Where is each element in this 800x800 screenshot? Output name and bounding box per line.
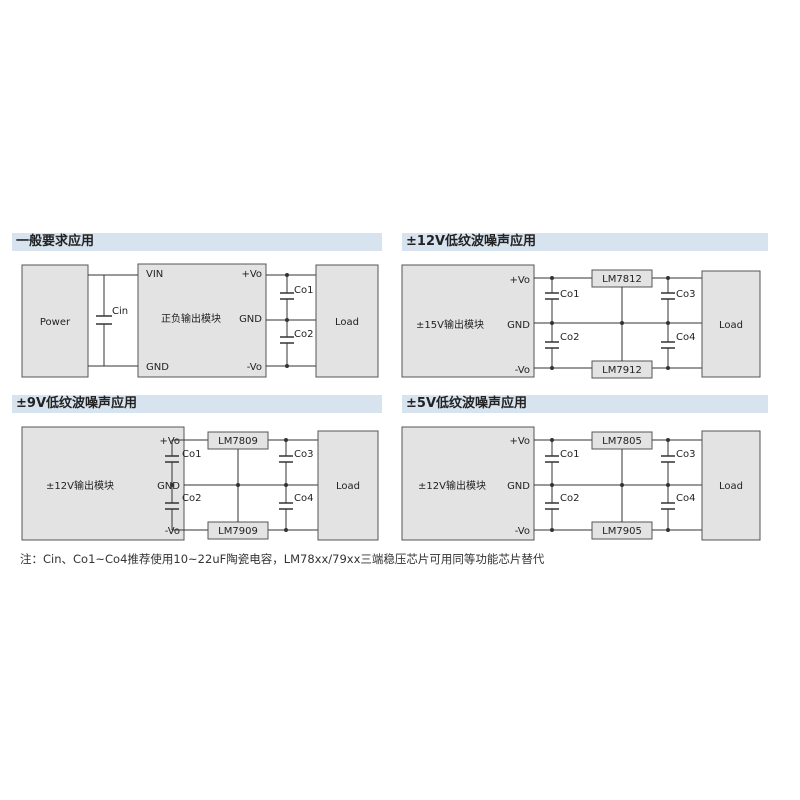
module-vo-pos-label: +Vo	[241, 269, 262, 280]
module-vo-neg-label: -Vo	[247, 362, 262, 373]
load-label: Load	[336, 481, 360, 492]
regulator-positive-label: LM7805	[602, 436, 642, 447]
panel-title-5v: ±5V低纹波噪声应用	[402, 395, 768, 413]
panel-title-9v: ±9V低纹波噪声应用	[12, 395, 382, 413]
module-name: 正负输出模块	[161, 312, 221, 325]
module-vo-pos-label: +Vo	[509, 436, 530, 447]
regulator-negative-label: LM7909	[218, 526, 258, 537]
module-gnd-label: GND	[507, 320, 530, 331]
regulator-negative-label: LM7912	[602, 365, 642, 376]
load-block	[315, 264, 379, 378]
co1-label: Co1	[182, 449, 201, 460]
regulator-negative-label: LM7905	[602, 526, 642, 537]
co3-label: Co3	[294, 449, 313, 460]
module-vo-neg-label: -Vo	[165, 526, 180, 537]
load-label: Load	[719, 320, 743, 331]
co1-label: Co1	[560, 449, 579, 460]
load-label: Load	[719, 481, 743, 492]
footnote: 注：Cin、Co1~Co4推荐使用10~22uF陶瓷电容，LM78xx/79xx…	[20, 552, 545, 566]
module-block	[401, 264, 535, 378]
power-block	[21, 264, 89, 378]
module-vo-pos-label: +Vo	[159, 436, 180, 447]
co2-label: Co2	[560, 493, 579, 504]
module-block	[401, 426, 535, 541]
co4-label: Co4	[294, 493, 313, 504]
co1-label: Co1	[560, 289, 579, 300]
module-block	[21, 426, 185, 541]
module-vin-label: VIN	[146, 269, 163, 280]
module-name: ±15V输出模块	[416, 318, 484, 331]
panel-title-general: 一般要求应用	[12, 233, 382, 251]
load-label: Load	[335, 317, 359, 328]
co2-label: Co2	[294, 329, 313, 340]
module-name: ±12V输出模块	[46, 479, 114, 492]
load-block	[317, 430, 379, 541]
module-block	[137, 263, 267, 378]
module-gnd-label: GND	[157, 481, 180, 492]
module-gnd-in-label: GND	[146, 362, 169, 373]
load-block	[701, 270, 761, 378]
module-vo-pos-label: +Vo	[509, 275, 530, 286]
co3-label: Co3	[676, 289, 695, 300]
co4-label: Co4	[676, 493, 695, 504]
load-block	[701, 430, 761, 541]
co3-label: Co3	[676, 449, 695, 460]
co1-label: Co1	[294, 285, 313, 296]
module-gnd-out-label: GND	[239, 314, 262, 325]
co4-label: Co4	[676, 332, 695, 343]
panel-title-12v: ±12V低纹波噪声应用	[402, 233, 768, 251]
module-name: ±12V输出模块	[418, 479, 486, 492]
regulator-positive-label: LM7809	[218, 436, 258, 447]
co2-label: Co2	[182, 493, 201, 504]
module-vo-neg-label: -Vo	[515, 365, 530, 376]
co2-label: Co2	[560, 332, 579, 343]
power-label: Power	[40, 317, 71, 328]
module-vo-neg-label: -Vo	[515, 526, 530, 537]
cin-label: Cin	[112, 306, 128, 317]
module-gnd-label: GND	[507, 481, 530, 492]
regulator-positive-label: LM7812	[602, 274, 642, 285]
